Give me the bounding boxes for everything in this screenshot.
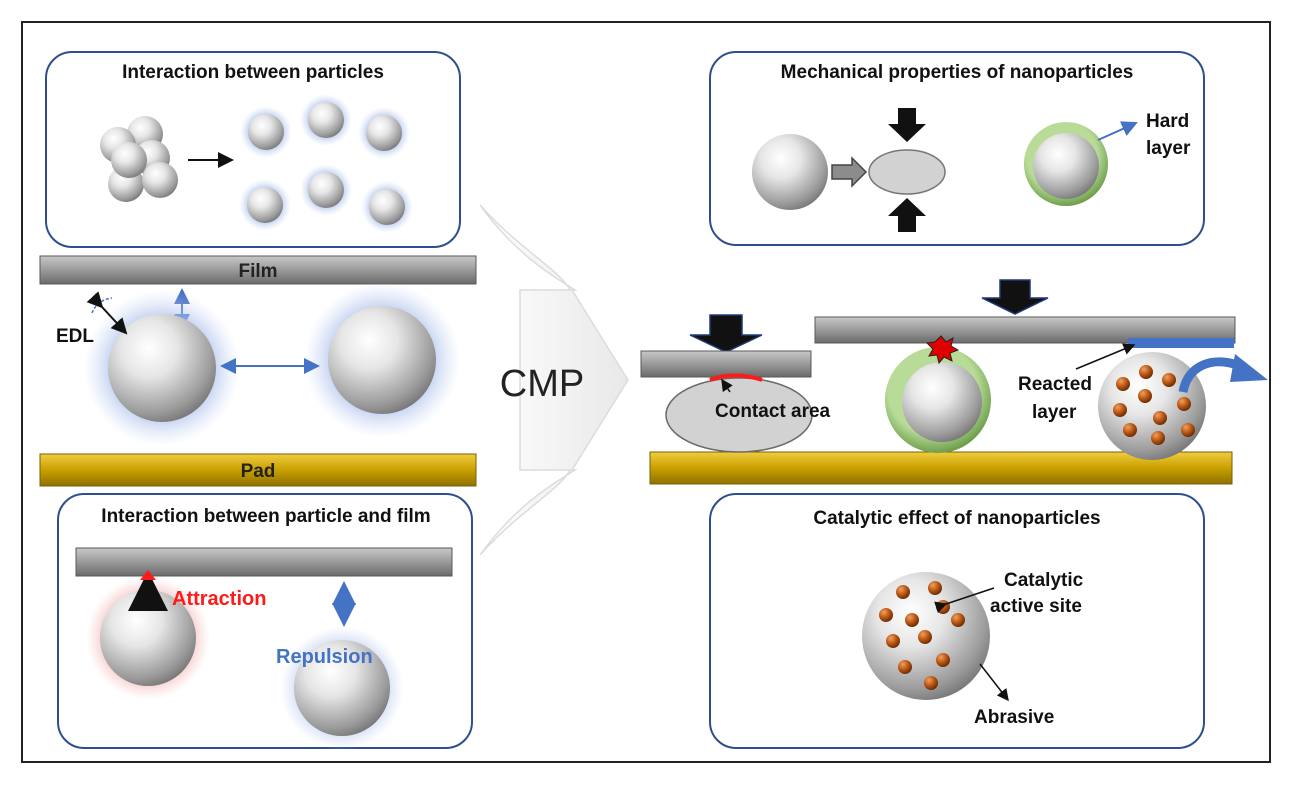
cmp-label: CMP [500, 363, 584, 405]
reacted-layer-arrow [1075, 343, 1136, 370]
catalytic-dots [879, 581, 965, 690]
pad-label: Pad [241, 461, 276, 482]
panel-catalytic-effect: Catalytic effect of nanoparticles Cataly… [709, 493, 1205, 749]
panel-title-mechanical: Mechanical properties of nanoparticles [781, 62, 1134, 83]
particle-edl-right [304, 282, 460, 438]
press-arrow-right [981, 279, 1049, 315]
catalytic-label-1: Catalytic [1004, 570, 1084, 591]
contact-area-arc [709, 373, 763, 382]
cmp-contact-scene: Contact area Reacted layer [640, 279, 1268, 485]
attraction-label: Attraction [172, 588, 266, 610]
outer-frame [21, 21, 1271, 763]
panel-mechanical-properties: Mechanical properties of nanoparticles H… [709, 51, 1205, 246]
hard-layer-label-2: layer [1146, 138, 1191, 159]
reacted-layer-label-1: Reacted [1018, 374, 1092, 395]
panel-title-film: Interaction between particle and film [101, 506, 430, 527]
catalytic-dots-scene [1113, 365, 1195, 445]
panel-interaction-between-particles: Interaction between particles [45, 51, 461, 248]
panel-title-particles: Interaction between particles [122, 62, 384, 83]
film-bar-left: Film [39, 255, 477, 285]
abrasive-label: Abrasive [974, 707, 1054, 728]
deform-arrow [831, 156, 868, 188]
edl-arc [91, 297, 113, 314]
press-arrow-bottom [888, 198, 926, 232]
deformed-particle [868, 149, 946, 195]
edl-arrow [86, 291, 128, 335]
hard-layer-label-1: Hard [1146, 111, 1189, 132]
catalytic-label-2: active site [990, 596, 1082, 617]
press-arrow-left [689, 314, 763, 353]
repulsion-label: Repulsion [276, 646, 373, 668]
pad-bar-left: Pad [39, 453, 477, 487]
abrasive-arrow [979, 663, 1009, 702]
press-arrow-top [888, 108, 926, 142]
edl-label: EDL [56, 326, 94, 347]
removal-curved-arrow [1178, 357, 1242, 394]
contact-area-label: Contact area [715, 401, 831, 422]
hard-layer-arrow [1097, 121, 1138, 141]
film-label: Film [238, 261, 277, 282]
dispersed-particles [239, 94, 413, 233]
active-site-arrow [934, 587, 995, 614]
cmp-big-arrow [479, 204, 629, 556]
impact-spark [925, 335, 960, 365]
reacted-layer-label-2: layer [1032, 402, 1077, 423]
reacted-layer-bar [1128, 338, 1234, 348]
panel-title-catalytic: Catalytic effect of nanoparticles [813, 508, 1100, 529]
panel-particle-film: Interaction between particle and film At… [57, 493, 473, 750]
particle-cluster [100, 116, 178, 202]
